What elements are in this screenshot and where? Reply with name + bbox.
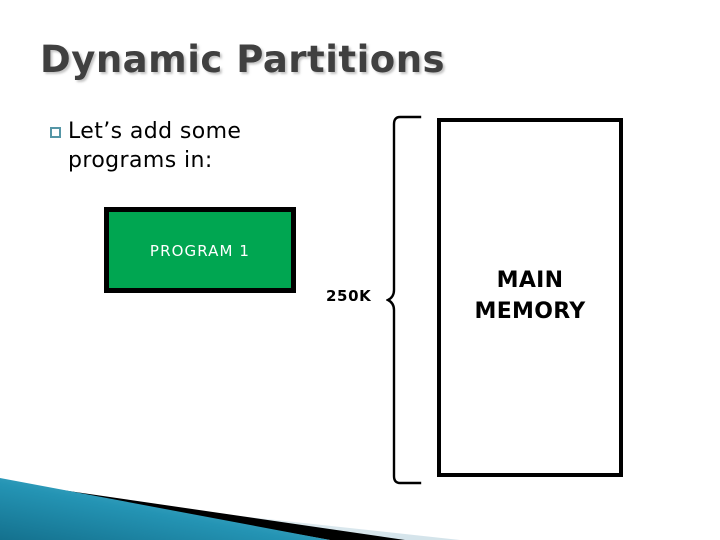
list-item: Let’s add some programs in:: [50, 118, 350, 175]
main-memory-label-line-1: MAIN: [496, 268, 564, 293]
right-curly-brace-icon: [386, 115, 422, 485]
main-memory-label-line-2: MEMORY: [474, 299, 586, 325]
hollow-square-bullet-icon: [50, 127, 61, 138]
program-1-block: PROGRAM 1: [104, 207, 296, 293]
bullet-list: Let’s add some programs in:: [50, 118, 350, 175]
program-1-label: PROGRAM 1: [149, 242, 251, 260]
main-memory-label: MAIN MEMORY: [441, 265, 619, 327]
page-title: Dynamic Partitions: [40, 38, 446, 81]
main-memory-block: MAIN MEMORY: [437, 118, 623, 477]
memory-size-label: 250K: [326, 287, 372, 305]
bullet-item-label: Let’s add some programs in:: [68, 119, 242, 173]
